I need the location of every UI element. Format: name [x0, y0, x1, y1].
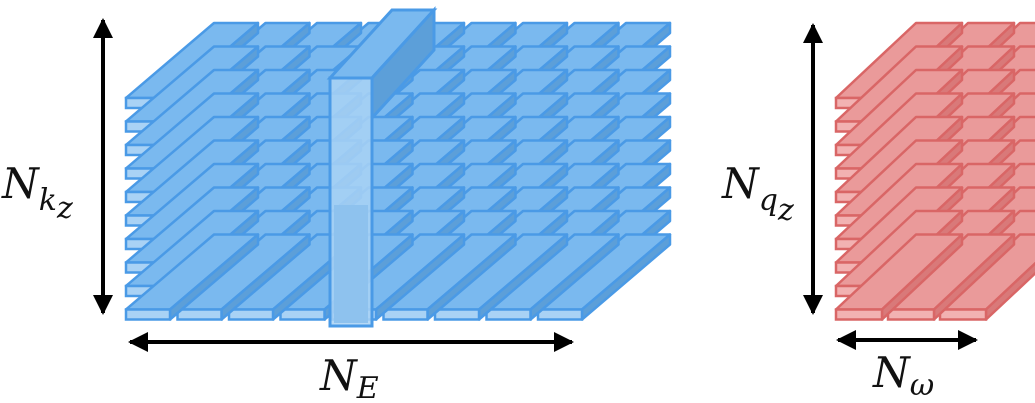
nqz-label: Nqz	[721, 159, 794, 228]
red-slab	[834, 233, 964, 321]
nkz-label: Nkz	[1, 159, 73, 226]
highlight-column-inner	[334, 205, 368, 323]
blue-slab-front	[485, 308, 532, 321]
blue-slab-front	[124, 308, 172, 321]
blue-slab-front	[227, 308, 275, 321]
frequency-qz-grid-block	[834, 21, 1035, 321]
red-slab-front	[834, 308, 884, 321]
blue-slab-front	[176, 308, 223, 321]
blue-slab-front	[433, 308, 481, 321]
blue-slab-front	[382, 308, 429, 321]
blue-slab	[382, 233, 517, 321]
blue-slab-front	[536, 308, 584, 321]
blue-slab	[124, 233, 260, 321]
highlighted-energy-column	[326, 6, 438, 328]
red-slab-front	[886, 308, 936, 321]
ne-label: NE	[319, 351, 379, 403]
blue-slab	[433, 233, 569, 321]
nw-label: Nω	[872, 348, 934, 403]
blue-slab-front	[279, 308, 326, 321]
red-slab-front	[938, 308, 988, 321]
blue-slab	[536, 233, 672, 321]
